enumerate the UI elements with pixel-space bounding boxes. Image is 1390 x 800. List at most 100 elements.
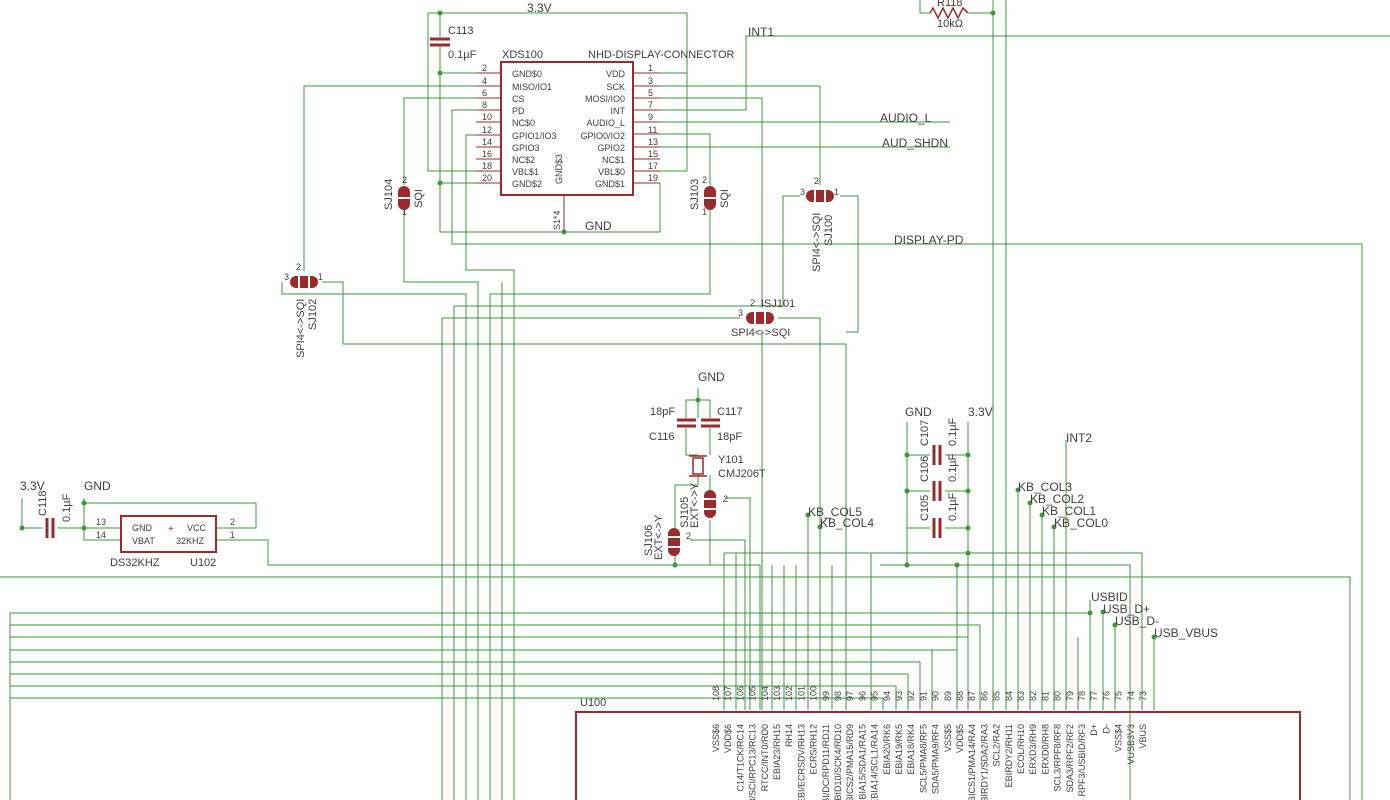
ds32-label: DS32KHZ [110,557,160,569]
u100-pin-num: 95 [870,691,880,701]
u100-pin-num: 80 [1053,691,1063,701]
sj100-label: SJ100 [823,215,835,246]
c113-label: C113 [448,25,473,37]
sj106-mode: EXT<->Y [653,514,665,560]
u100-pin-name: VDD$5 [955,724,965,753]
xds-left-pin-num: 4 [482,76,487,86]
xds-right-pin-num: 7 [648,100,653,110]
xds-left-pin-num: 6 [482,88,487,98]
jumper-sj100: 3 2 1 SPI4<->SQI SJ100 [800,176,839,272]
c117-label: C117 [717,406,742,418]
xds-right-pin-name: GPIO0/IO2 [580,131,625,141]
u100-pin-num: 96 [857,691,867,701]
sj103-sqi: SQI [719,189,731,208]
u100-pin-name: EBIRDY1/SDA2/RA3 [979,724,989,800]
svg-text:1: 1 [834,187,839,197]
u100-pin-num: 91 [918,691,928,701]
svg-text:0.1µF: 0.1µF [947,417,959,446]
xds-gnd3-pin: GND$3 [554,154,564,184]
xds-left-pin-name: PD [512,106,525,116]
svg-text:2: 2 [702,175,707,185]
u100-pin-num: 76 [1101,691,1111,701]
svg-text:2: 2 [230,517,235,527]
u100-pin-num: 98 [833,691,843,701]
u100-pin-name: RTCC/INT0/RD0 [760,724,770,791]
v33-top-label: 3.3V [527,1,552,15]
sj102-mode: SPI4<->SQI [295,299,307,358]
display-pd-net-label: DISPLAY-PD [894,233,964,247]
xds-right-pin-name: AUDIO_L [586,118,625,128]
gnd-crystal-label: GND [698,370,725,384]
sj105-label: SJ105 [679,497,691,528]
u100-pin-num: 74 [1126,691,1136,701]
u100-pin-num: 75 [1114,691,1124,701]
svg-text:1: 1 [318,272,323,282]
u100-label: U100 [580,697,606,709]
u100-pin-name: D- [1101,724,1111,734]
u100-pin-name: VSS$4 [1114,724,1124,752]
u100-pin-name: EBI/ECRSDV/RH13 [796,724,806,800]
svg-text:2: 2 [750,298,755,308]
u100-pin-num: 82 [1028,691,1038,701]
svg-text:VCC: VCC [187,523,207,533]
u100-pin-num: 93 [894,691,904,701]
sj103-label: SJ103 [689,179,701,210]
sj100-mode: SPI4<->SQI [811,213,823,272]
svg-text:0.1µF: 0.1µF [947,453,959,482]
xds-right-pin-name: VBL$0 [598,167,625,177]
r118-label: R118 [937,0,962,9]
u100-pin-name: EBI/DC/RPD11/RD11 [821,724,831,800]
xds-left-pin-num: 10 [482,112,492,122]
xds-left-pin-num: 2 [482,63,487,73]
u100-pin-name: EBIA23/RH15 [772,724,782,780]
xds-right-pin-num: 19 [648,173,658,183]
audio-l-net-label: AUDIO_L [880,111,932,125]
xds-right-pin-name: INT [611,106,626,116]
u100-pin-name: SDA5/PMA9/RF4 [931,724,941,794]
gnd-ds-label: GND [84,479,111,493]
svg-text:2: 2 [402,175,407,185]
u100-pin-num: 83 [1016,691,1026,701]
kb-col1-label: KB_COL1 [1042,504,1096,518]
u100-pin-name: RPF3/USBID/RF3 [1077,724,1087,797]
u100-pin-num: 100 [809,686,819,701]
jumper-sj106: 2 SJ106 EXT<->Y [643,514,691,560]
xds100-label: XDS100 [502,49,543,61]
mcu-u100: U100 108VSS$6107VDD$6106C14/T1CK/RC14105… [575,686,1301,800]
xds-right-pin-name: VDD [606,69,626,79]
xds-left-pin-name: VBL$1 [512,167,539,177]
xds-left-pin-name: MISO/IO1 [512,82,552,92]
xds-left-pin-num: 16 [482,149,492,159]
capacitor-c105 [932,518,942,538]
u100-pin-name: SCL3/RPF8/RF8 [1053,724,1063,792]
u100-pin-name: EBICS1/PMA14/RA4 [967,724,977,800]
c113-value: 0.1µF [448,49,477,61]
sj101-mode: SPI4<->SQI [731,327,790,339]
c118-value: 0.1µF [61,493,73,522]
c117-value: 18pF [717,431,742,443]
u102-label: U102 [190,557,216,569]
xds-right-pin-num: 15 [648,149,658,159]
kb-col5-label: KB_COL5 [808,505,862,519]
junction-dots [19,10,1157,640]
svg-text:1: 1 [760,298,765,308]
xds-left-pin-name: NC$0 [512,118,535,128]
svg-text:C106: C106 [919,456,931,482]
u100-pin-num: 92 [906,691,916,701]
u100-pin-num: 81 [1040,691,1050,701]
xds-left-pin-num: 8 [482,100,487,110]
capacitor-c116 [677,418,696,428]
svg-text:32KHZ: 32KHZ [176,536,205,546]
u100-pin-num: 104 [760,686,770,701]
jumper-sj103: SJ103 SQI 2 1 [689,175,731,217]
jumper-sj101: 3 2 1 SJ101 SPI4<->SQI [731,298,795,339]
xds100-connector: XDS100 NHD-DISPLAY-CONNECTOR GND$3 S1*4 … [476,49,735,233]
xds-left-pin-name: NC$2 [512,155,535,165]
capacitor-c107 [932,445,942,465]
u100-pin-num: 89 [943,691,953,701]
xds-left-pin-name: GPIO1/IO3 [512,131,557,141]
u100-pin-name: C13/SCI/RPC13/RC13 [748,724,758,800]
u100-pin-name: SCL5/PMA8/RF5 [918,724,928,793]
u100-pin-num: 101 [796,686,806,701]
